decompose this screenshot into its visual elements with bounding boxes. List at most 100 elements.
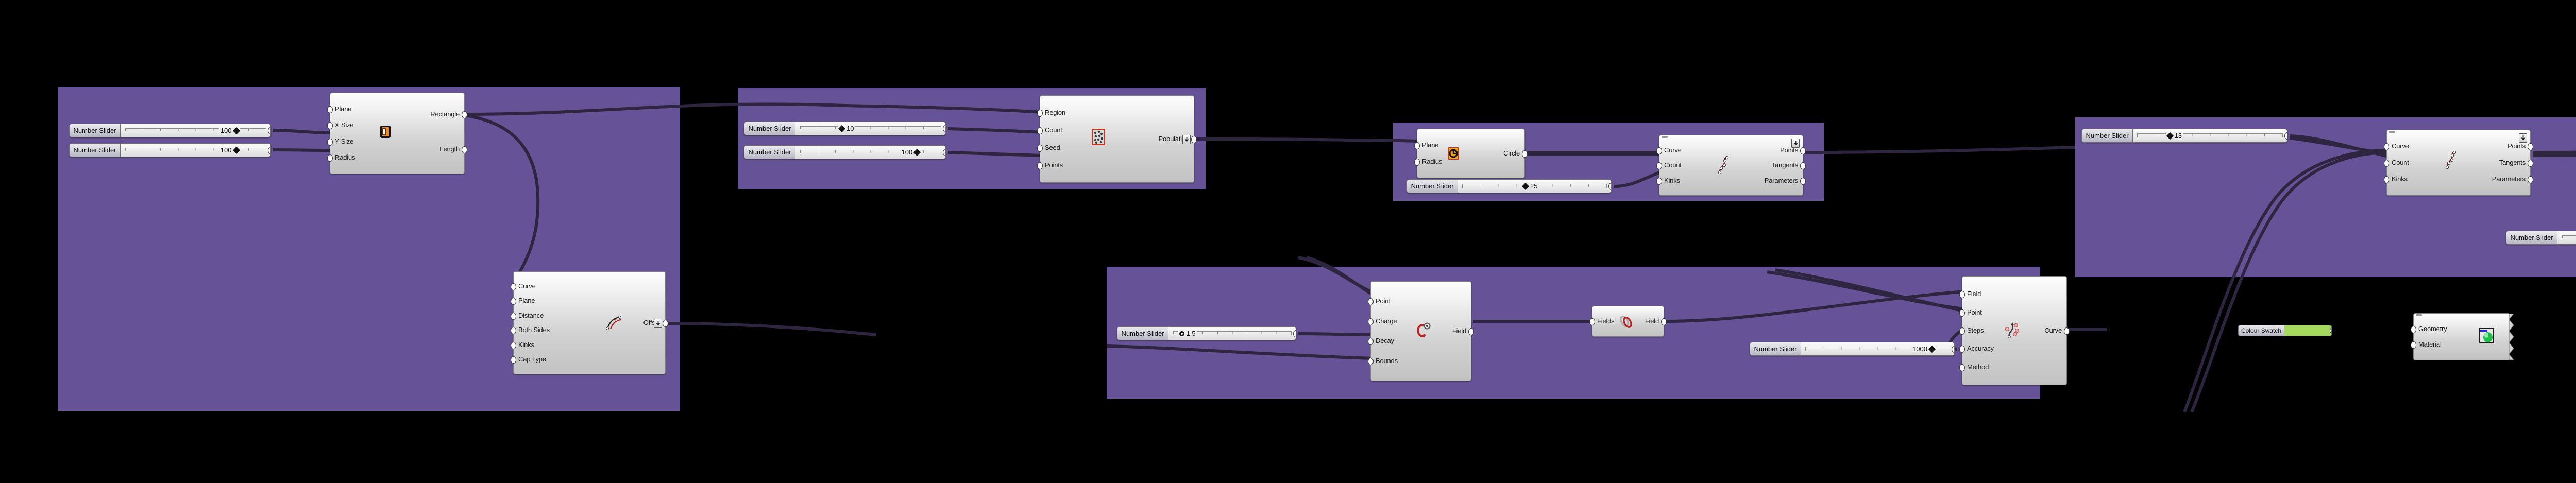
input-port[interactable] — [327, 154, 333, 162]
input-port[interactable] — [1959, 346, 1965, 353]
input-port[interactable] — [511, 356, 516, 364]
slider-value-group[interactable]: 100 — [219, 144, 240, 157]
input-port[interactable] — [1959, 309, 1965, 317]
slider-track[interactable]: 0.4 — [2557, 231, 2576, 244]
slider-handle[interactable] — [1179, 331, 1184, 336]
slider-name-label[interactable]: Number Slider — [2506, 231, 2557, 244]
output-port[interactable] — [462, 146, 467, 153]
output-port[interactable] — [268, 127, 270, 134]
slider-handle[interactable] — [2166, 132, 2174, 140]
input-port[interactable] — [2384, 176, 2389, 183]
input-port[interactable] — [511, 298, 516, 305]
output-port[interactable] — [2528, 176, 2533, 183]
output-port[interactable] — [2064, 327, 2070, 335]
output-port[interactable] — [462, 111, 467, 118]
slider-radius-04[interactable]: Number Slider0.4 — [2506, 231, 2576, 245]
download-arrow-icon[interactable] — [1791, 139, 1800, 148]
slider-value-group[interactable]: 100 — [900, 146, 921, 159]
input-port[interactable] — [1368, 358, 1374, 366]
input-port[interactable] — [1959, 364, 1965, 371]
input-port[interactable] — [1414, 159, 1420, 166]
slider-value-group[interactable]: 100 — [219, 124, 240, 137]
input-port[interactable] — [1037, 162, 1043, 169]
input-port[interactable] — [1959, 291, 1965, 299]
slider-count-10[interactable]: Number Slider 10 — [744, 122, 946, 135]
input-port[interactable] — [327, 122, 333, 130]
colour-swatch-green[interactable]: Colour Swatch — [2238, 325, 2332, 336]
slider-decay-15[interactable]: Number Slider 1.5 — [1117, 326, 1296, 340]
input-port[interactable] — [511, 341, 516, 349]
slider-track[interactable]: 10 — [795, 122, 945, 135]
slider-name-label[interactable]: Number Slider — [744, 122, 795, 135]
slider-name-label[interactable]: Number Slider — [2082, 129, 2133, 142]
input-port[interactable] — [327, 106, 333, 113]
output-port[interactable] — [268, 147, 270, 154]
output-port[interactable] — [1522, 150, 1528, 158]
slider-count-13[interactable]: Number Slider 13 — [2081, 129, 2287, 143]
download-arrow-icon[interactable] — [2519, 133, 2527, 143]
input-port[interactable] — [1656, 177, 1662, 185]
swatch-name-label[interactable]: Colour Swatch — [2239, 325, 2284, 336]
slider-value-group[interactable]: 10 — [838, 122, 855, 135]
slider-track[interactable]: 13 — [2133, 129, 2287, 142]
slider-handle[interactable] — [913, 148, 921, 156]
output-port[interactable] — [2330, 327, 2331, 334]
slider-seed-100[interactable]: Number Slider 100 — [744, 145, 946, 159]
output-port[interactable] — [1608, 183, 1611, 190]
slider-value-group[interactable]: 25 — [1521, 180, 1539, 193]
output-port[interactable] — [2528, 160, 2533, 167]
slider-name-label[interactable]: Number Slider — [1117, 327, 1168, 340]
slider-name-label[interactable]: Number Slider — [70, 124, 121, 137]
slider-handle[interactable] — [1928, 345, 1936, 353]
input-port[interactable] — [1589, 318, 1595, 325]
input-port[interactable] — [511, 283, 516, 290]
slider-name-label[interactable]: Number Slider — [1750, 342, 1801, 355]
swatch-colour-chip[interactable] — [2284, 325, 2331, 336]
input-port[interactable] — [1037, 145, 1043, 152]
output-port[interactable] — [1952, 346, 1954, 353]
output-port[interactable] — [1800, 177, 1806, 185]
input-port[interactable] — [1959, 327, 1965, 335]
output-port[interactable] — [2284, 132, 2287, 140]
output-port[interactable] — [1293, 330, 1296, 337]
slider-track[interactable]: 1000 — [1801, 342, 1954, 355]
input-port[interactable] — [1656, 147, 1662, 154]
input-port[interactable] — [1037, 110, 1043, 117]
slider-track[interactable]: 100 — [121, 124, 270, 137]
slider-value-group[interactable]: 1000 — [1911, 342, 1936, 355]
input-port[interactable] — [511, 312, 516, 320]
output-port[interactable] — [1191, 136, 1197, 143]
output-port[interactable] — [663, 320, 668, 327]
slider-handle[interactable] — [232, 127, 240, 134]
input-port[interactable] — [1368, 318, 1374, 325]
slider-x-size[interactable]: Number Slider 100 — [69, 124, 271, 137]
slider-handle[interactable] — [838, 125, 846, 132]
slider-value-group[interactable]: 1.5 — [1178, 327, 1197, 340]
slider-name-label[interactable]: Number Slider — [744, 146, 795, 159]
input-port[interactable] — [2411, 341, 2416, 349]
output-port[interactable] — [1661, 318, 1667, 325]
input-port[interactable] — [1368, 338, 1374, 346]
input-port[interactable] — [1037, 127, 1043, 134]
output-port[interactable] — [943, 149, 945, 156]
slider-handle[interactable] — [1521, 182, 1530, 190]
slider-track[interactable]: 25 — [1458, 180, 1611, 193]
download-arrow-icon[interactable] — [654, 319, 662, 328]
slider-handle[interactable] — [232, 146, 240, 154]
slider-track[interactable]: 100 — [795, 146, 945, 159]
input-port[interactable] — [2384, 160, 2389, 167]
output-port[interactable] — [1800, 147, 1806, 154]
slider-track[interactable]: 1.5 — [1168, 327, 1296, 340]
slider-value-group[interactable]: 13 — [2166, 129, 2183, 142]
input-port[interactable] — [327, 138, 333, 146]
input-port[interactable] — [2384, 143, 2389, 150]
download-arrow-icon[interactable] — [1182, 135, 1191, 144]
